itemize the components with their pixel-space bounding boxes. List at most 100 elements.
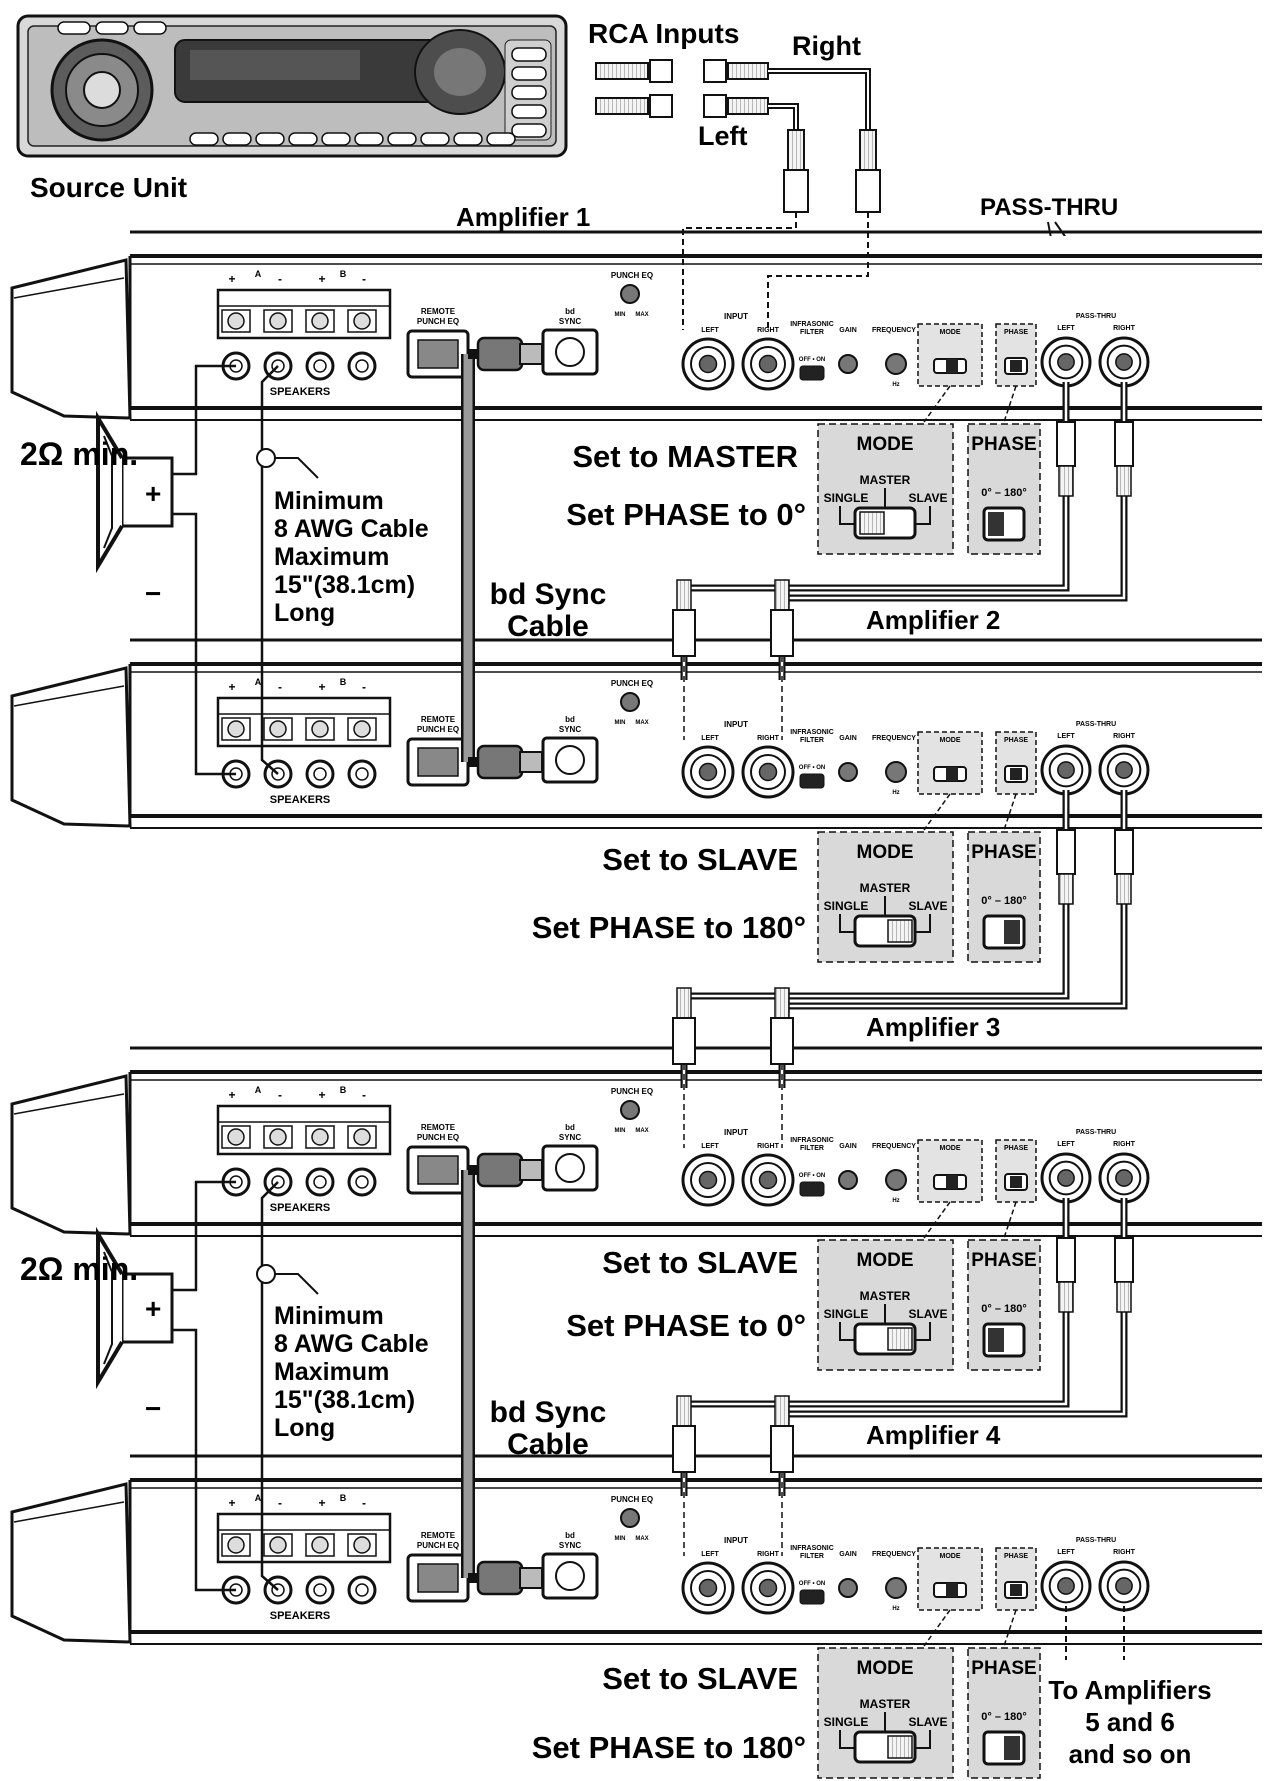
speaker-2-plus: + [145, 1293, 161, 1324]
input-label-4: INPUT [724, 1536, 748, 1545]
mode-box-title-2: MODE [857, 842, 914, 863]
mode-panel-label-1: MODE [940, 329, 961, 336]
terminal-screw-2-1 [227, 720, 245, 738]
amplifier-2-end-cap [10, 666, 132, 828]
bd-sync-plug-2-1 [476, 1152, 524, 1188]
terminal-screw-2-4 [353, 720, 371, 738]
source-unit-top-buttons [57, 21, 167, 35]
speaker-cone-2 [96, 1226, 124, 1390]
cable-note-1-line-2: 8 AWG Cable [274, 515, 429, 543]
frequency-label-1: FREQUENCY [872, 327, 916, 334]
speakers-label-3: SPEAKERS [270, 1202, 331, 1214]
source-button-bottom-7 [387, 132, 417, 146]
impedance-label-2: 2Ω min. [20, 1251, 138, 1287]
mode-panel-label-3: MODE [940, 1145, 961, 1152]
rca-inputs-label: RCA Inputs [588, 18, 739, 49]
frequency-knob-3 [885, 1169, 907, 1191]
frequency-label-3: FREQUENCY [872, 1143, 916, 1150]
punch-eq-knob-1 [620, 284, 640, 304]
infrasonic-label-3: INFRASONIC [790, 1137, 834, 1144]
gain-label-2: GAIN [839, 735, 857, 742]
remote-label-2: REMOTE [421, 715, 456, 724]
phase-panel-label-2: PHASE [1004, 737, 1028, 744]
terminal-screw-3-3 [311, 1128, 329, 1146]
amplifier-4-phase-instruction: Set PHASE to 180° [532, 1730, 806, 1765]
input-left-label-2: LEFT [701, 735, 719, 742]
source-button-bottom-8 [420, 132, 450, 146]
pass-thru-left-label-3: LEFT [1057, 1141, 1075, 1148]
input-left-label-1: LEFT [701, 327, 719, 334]
terminal-screw-4-3 [311, 1536, 329, 1554]
source-button-bottom-1 [189, 132, 219, 146]
cable-note-2-line-2: 8 AWG Cable [274, 1330, 429, 1358]
mode-box-slave-2: SLAVE [908, 899, 947, 913]
terminal-screw-4-1 [227, 1536, 245, 1554]
terminal-screw-2-3 [311, 720, 329, 738]
pass-out-plug-2-1 [1056, 829, 1076, 875]
infrasonic-switch-4 [799, 1589, 825, 1605]
pass-out-plug-2-2 [1114, 829, 1134, 875]
to-amplifiers-line-3: and so on [1069, 1739, 1192, 1769]
mode-box-slave-1: SLAVE [908, 491, 947, 505]
cable-note-2-line-3: Maximum [274, 1358, 389, 1386]
source-button-top-3 [133, 21, 167, 35]
infrasonic-filter-label-3: FILTER [800, 1145, 824, 1152]
rca-left-to-amp1 [682, 212, 797, 330]
hz-label-4: Hz [892, 1606, 899, 1612]
sync-cables-layer [461, 336, 543, 1596]
pass-in-plug-1-1 [676, 579, 692, 611]
mode-box-master-3: MASTER [860, 1289, 911, 1303]
punch-eq-max-1: MAX [635, 312, 648, 318]
infrasonic-filter-label-4: FILTER [800, 1553, 824, 1560]
phase-box-title-1: PHASE [971, 434, 1036, 455]
terminal-plus-a-2: + [228, 680, 235, 694]
punch-eq-min-2: MIN [615, 720, 626, 726]
speaker-1-plus: + [145, 478, 161, 509]
infrasonic-filter-label-1: FILTER [800, 329, 824, 336]
frequency-label-4: FREQUENCY [872, 1551, 916, 1558]
terminal-b-label-4: B [340, 1493, 347, 1503]
punch-eq-max-3: MAX [635, 1128, 648, 1134]
terminal-screw-3-4 [353, 1128, 371, 1146]
amplifier-4-end-cap [10, 1482, 132, 1644]
terminal-minus-b-4: - [362, 1496, 366, 1510]
pass-thru-right-label-1: RIGHT [1113, 325, 1136, 332]
punch-eq-label-2: PUNCH EQ [611, 679, 653, 688]
terminal-minus-b-3: - [362, 1088, 366, 1102]
phase-panel-2 [995, 731, 1037, 795]
terminal-plus-b-3: + [318, 1088, 325, 1102]
gain-knob-2 [838, 762, 858, 782]
to-amplifiers-line-2: 5 and 6 [1085, 1707, 1175, 1737]
terminal-b-label-2: B [340, 677, 347, 687]
speakers-label-1: SPEAKERS [270, 386, 331, 398]
cable-note-2-line-4: 15"(38.1cm) [274, 1386, 415, 1414]
cable-note-2-line-5: Long [274, 1414, 335, 1442]
speaker-cone-1 [96, 410, 124, 574]
phase-panel-label-1: PHASE [1004, 329, 1028, 336]
speaker-wire-plus-1 [172, 364, 236, 476]
sync-cable-1-line-2: Cable [507, 610, 589, 643]
mode-panel-1 [917, 323, 983, 387]
hz-label-3: Hz [892, 1198, 899, 1204]
amplifier-3-mode-instruction: Set to SLAVE [602, 1245, 798, 1280]
mode-panel-3 [917, 1139, 983, 1203]
terminal-screw-1-2 [269, 312, 287, 330]
sync-cable-2-line-1: bd Sync [490, 1396, 607, 1429]
mode-box-single-2: SINGLE [824, 899, 869, 913]
source-button-side-4 [511, 104, 547, 119]
terminal-minus-a-1: - [278, 272, 282, 286]
amplifier-2-phase-instruction: Set PHASE to 180° [532, 910, 806, 945]
hz-label-2: Hz [892, 790, 899, 796]
infrasonic-switch-1 [799, 365, 825, 381]
terminal-screw-4-4 [353, 1536, 371, 1554]
terminal-a-label-3: A [255, 1085, 262, 1095]
to-amplifiers-line-1: To Amplifiers [1048, 1675, 1211, 1705]
frequency-knob-2 [885, 761, 907, 783]
speaker-bridge-wire-2 [260, 1181, 279, 1591]
bd-label-4: bd [565, 1531, 575, 1540]
mode-panel-4 [917, 1547, 983, 1611]
